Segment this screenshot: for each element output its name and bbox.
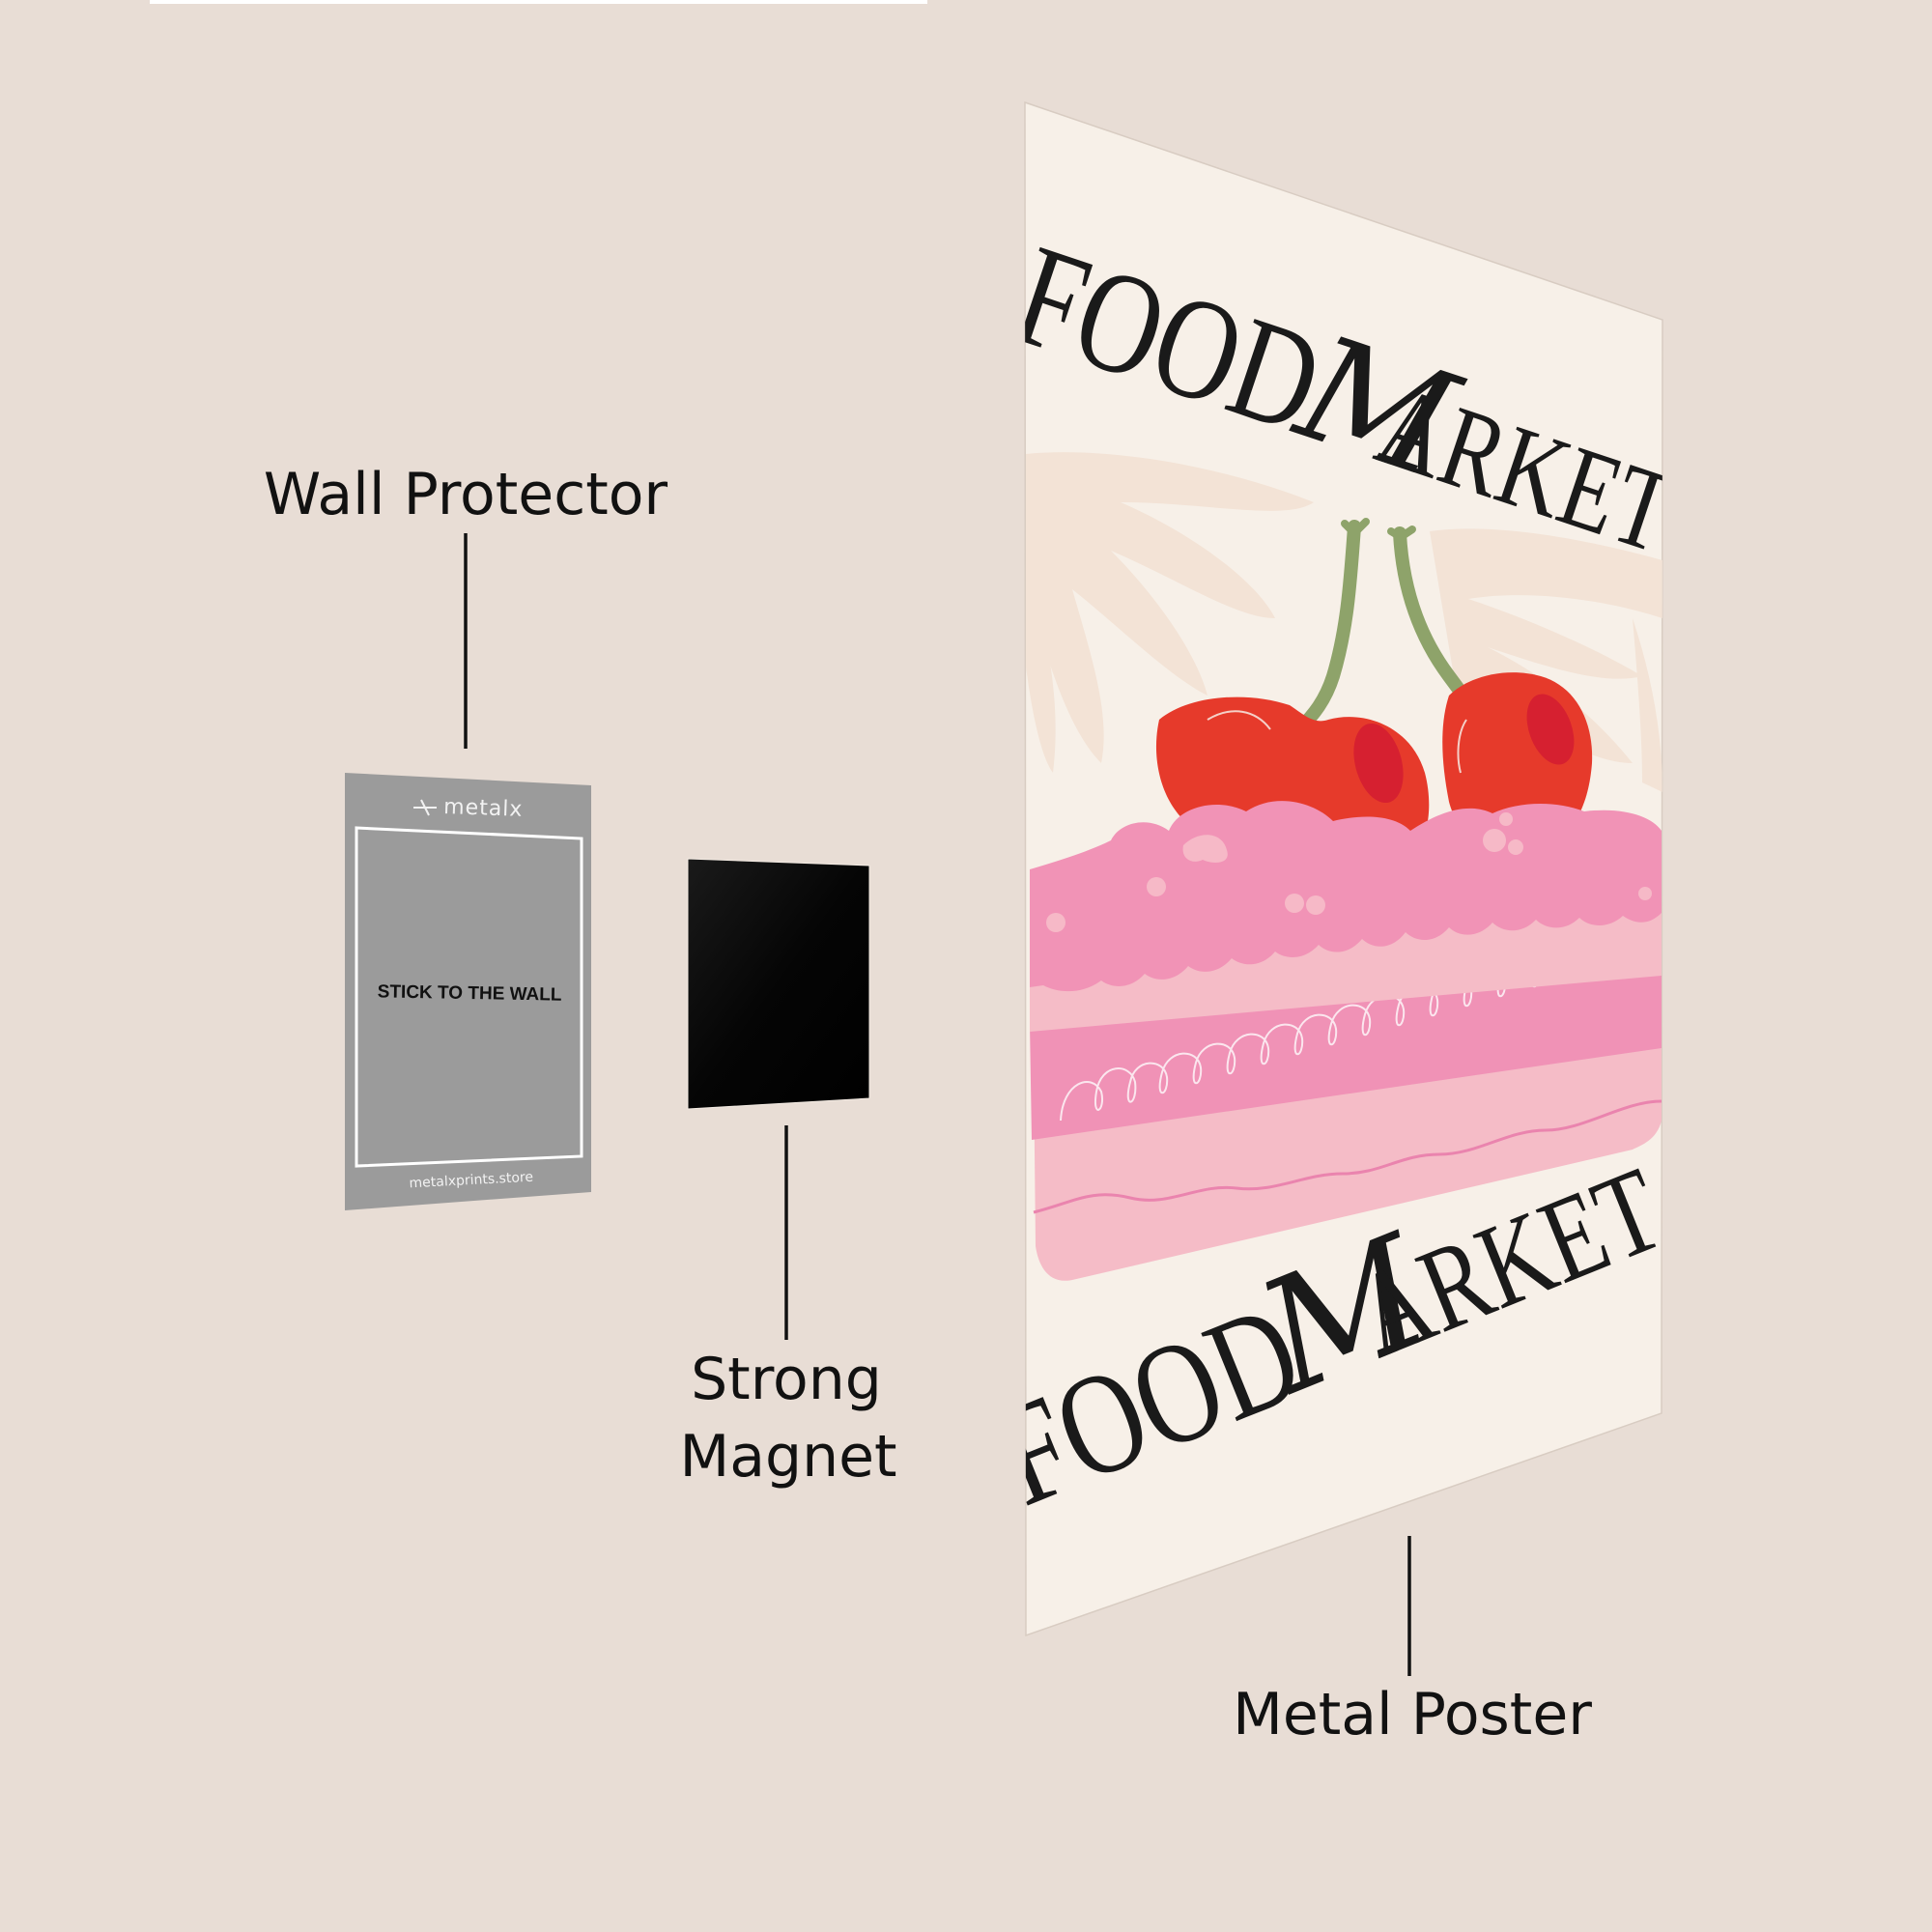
cherry-left-cut bbox=[1353, 723, 1404, 804]
magnet-label-line2: Magnet bbox=[679, 1423, 896, 1491]
cake-upper-layer bbox=[1030, 903, 1662, 1032]
cherry-right-cut bbox=[1526, 694, 1575, 765]
wall-protector-sheet bbox=[345, 773, 591, 1210]
magnet-label-line1: Strong bbox=[691, 1346, 882, 1413]
poster-label: Metal Poster bbox=[1233, 1681, 1592, 1748]
frosting-dots bbox=[1046, 812, 1652, 932]
metalx-logo: metalx bbox=[413, 795, 524, 822]
magnet-plate bbox=[687, 858, 870, 1110]
wall-protector-instruction: STICK TO THE WALL bbox=[378, 981, 562, 1005]
metal-poster: FOOD M ARKET bbox=[1024, 100, 1663, 1637]
wall-protector-label: Wall Protector bbox=[264, 461, 668, 528]
magnet bbox=[687, 858, 870, 1110]
magnet-callout: Strong Magnet bbox=[679, 1125, 897, 1491]
wall-protector-callout: Wall Protector bbox=[264, 461, 668, 749]
metalx-logo-icon bbox=[413, 799, 437, 816]
wall-protector-website: metalxprints.store bbox=[409, 1170, 533, 1192]
wall-protector-frame bbox=[355, 826, 583, 1168]
wall-protector-brand: metalx bbox=[443, 795, 524, 822]
cake-wave-line bbox=[1033, 1099, 1662, 1214]
top-edge-bar bbox=[150, 0, 927, 4]
wall-protector: metalx STICK TO THE WALL metalxprints.st… bbox=[345, 773, 591, 1210]
poster-callout: Metal Poster bbox=[1233, 1536, 1592, 1748]
